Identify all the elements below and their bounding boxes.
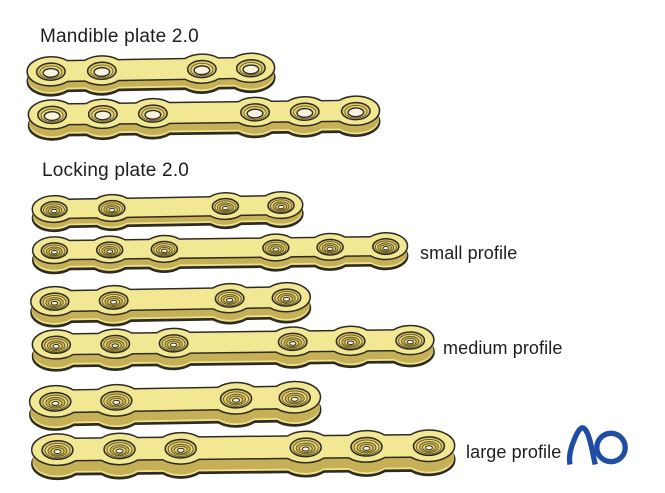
locking-plate-large-6-hole: [30, 429, 456, 481]
ao-logo-letter-a: [566, 425, 598, 466]
ao-logo-letter-o: [594, 430, 628, 465]
locking-plate-large-6-hole-profile-label: large profile: [466, 442, 562, 462]
ao-logo: [566, 425, 628, 466]
mandible-plate-6-hole: [27, 95, 381, 141]
locking-plate-small-6-hole-profile-label: small profile: [420, 243, 518, 263]
locking-plate-medium-6-hole-profile-label: medium profile: [443, 338, 563, 358]
locking-plate-small-4-hole: [31, 190, 304, 233]
locking-plate-medium-6-hole: [31, 324, 435, 372]
section-label-mandible-plate: Mandible plate 2.0: [40, 26, 199, 47]
section-label-locking-plate: Locking plate 2.0: [42, 160, 190, 181]
mandible-plate-4-hole: [26, 52, 276, 97]
locking-plate-large-4-hole: [28, 380, 322, 431]
locking-plate-medium-4-hole: [30, 281, 312, 328]
locking-plate-small-6-hole: [31, 232, 409, 275]
